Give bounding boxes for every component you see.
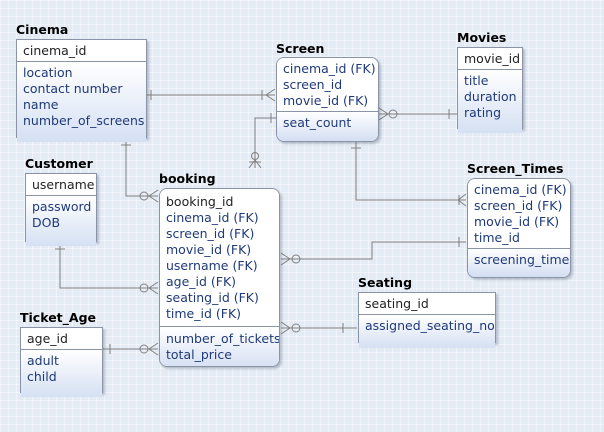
booking-pk-field: cinema_id (FK) (166, 210, 259, 225)
screen-pk-field: cinema_id (FK) (283, 61, 376, 76)
cinema-field: contact number (23, 81, 123, 96)
screentimes-pk-field: movie_id (FK) (474, 214, 560, 229)
movies-field: rating (464, 105, 502, 120)
cinema-pk-field: cinema_id (23, 43, 87, 58)
screen-field: seat_count (283, 115, 352, 130)
seating-field: assigned_seating_no (365, 318, 495, 333)
screen-pk-field: movie_id (FK) (283, 93, 369, 108)
link-cinema-booking (125, 138, 158, 197)
booking-pk-field: seating_id (FK) (166, 290, 259, 305)
movies-pk-field: movie_id (464, 51, 521, 66)
seating-entity[interactable]: seating_id assigned_seating_no (358, 292, 496, 348)
screen-attr-section: seat_count (277, 112, 378, 141)
seating-attr-section: assigned_seating_no (359, 315, 495, 348)
booking-pk-field: booking_id (166, 194, 234, 209)
cinema-field: name (23, 97, 59, 112)
booking-title: booking (159, 171, 216, 186)
customer-entity[interactable]: username password DOB (25, 173, 97, 246)
seating-pk-field: seating_id (365, 296, 429, 311)
ticketage-field: child (27, 369, 57, 384)
cinema-field: number_of_screens (23, 113, 145, 128)
customer-pk-field: username (32, 177, 95, 192)
screentimes-pk-field: cinema_id (FK) (474, 182, 567, 197)
screentimes-pk-field: time_id (474, 230, 520, 245)
booking-pk-field: movie_id (FK) (166, 242, 252, 257)
customer-field: password (32, 199, 92, 214)
screen-pk-field: screen_id (283, 77, 343, 92)
movies-title: Movies (457, 30, 507, 45)
screen-entity[interactable]: cinema_id (FK) screen_id movie_id (FK) s… (276, 57, 379, 142)
ticketage-title: Ticket_Age (20, 310, 97, 325)
link-screen-screentimes (355, 142, 466, 201)
screentimes-entity[interactable]: cinema_id (FK) screen_id (FK) movie_id (… (467, 178, 571, 278)
screentimes-field: screening_time (474, 252, 570, 267)
screen-title: Screen (276, 41, 325, 56)
booking-pk-field: time_id (FK) (166, 306, 242, 321)
booking-pk-field: screen_id (FK) (166, 226, 255, 241)
booking-pk-section: booking_id cinema_id (FK) screen_id (FK)… (160, 189, 279, 327)
customer-attr-section: password DOB (26, 196, 96, 246)
cinema-field: location (23, 65, 73, 80)
link-screen-booking (254, 117, 276, 168)
screen-pk-section: cinema_id (FK) screen_id movie_id (FK) (277, 58, 378, 112)
screentimes-pk-section: cinema_id (FK) screen_id (FK) movie_id (… (468, 179, 570, 249)
screentimes-title: Screen_Times (467, 161, 564, 176)
link-screentimes-booking (281, 241, 466, 260)
ticketage-entity[interactable]: age_id adult child (20, 327, 103, 397)
customer-title: Customer (25, 156, 93, 171)
booking-pk-field: age_id (FK) (166, 274, 237, 289)
ticketage-pk-field: age_id (27, 331, 68, 346)
movies-pk-section: movie_id (458, 48, 522, 70)
cinema-pk-section: cinema_id (17, 40, 146, 62)
cinema-title: Cinema (16, 22, 69, 37)
screentimes-pk-field: screen_id (FK) (474, 198, 563, 213)
ticketage-pk-section: age_id (21, 328, 102, 350)
customer-field: DOB (32, 215, 61, 230)
booking-field: total_price (166, 347, 232, 362)
cinema-attr-section: location contact number name number_of_s… (17, 62, 146, 142)
screentimes-attr-section: screening_time (468, 249, 570, 277)
ticketage-field: adult (27, 353, 59, 368)
booking-attr-section: number_of_tickets total_price (160, 327, 280, 366)
booking-pk-field: username (FK) (166, 258, 258, 273)
ticketage-attr-section: adult child (21, 350, 102, 397)
movies-entity[interactable]: movie_id title duration rating (457, 47, 523, 133)
booking-field: number_of_tickets (166, 331, 280, 346)
movies-field: title (464, 73, 489, 88)
seating-title: Seating (358, 275, 413, 290)
booking-entity[interactable]: booking_id cinema_id (FK) screen_id (FK)… (159, 188, 280, 367)
customer-pk-section: username (26, 174, 96, 196)
cinema-entity[interactable]: cinema_id location contact number name n… (16, 39, 147, 142)
movies-field: duration (464, 89, 517, 104)
movies-attr-section: title duration rating (458, 70, 522, 133)
seating-pk-section: seating_id (359, 293, 495, 315)
link-customer-booking (59, 242, 158, 289)
